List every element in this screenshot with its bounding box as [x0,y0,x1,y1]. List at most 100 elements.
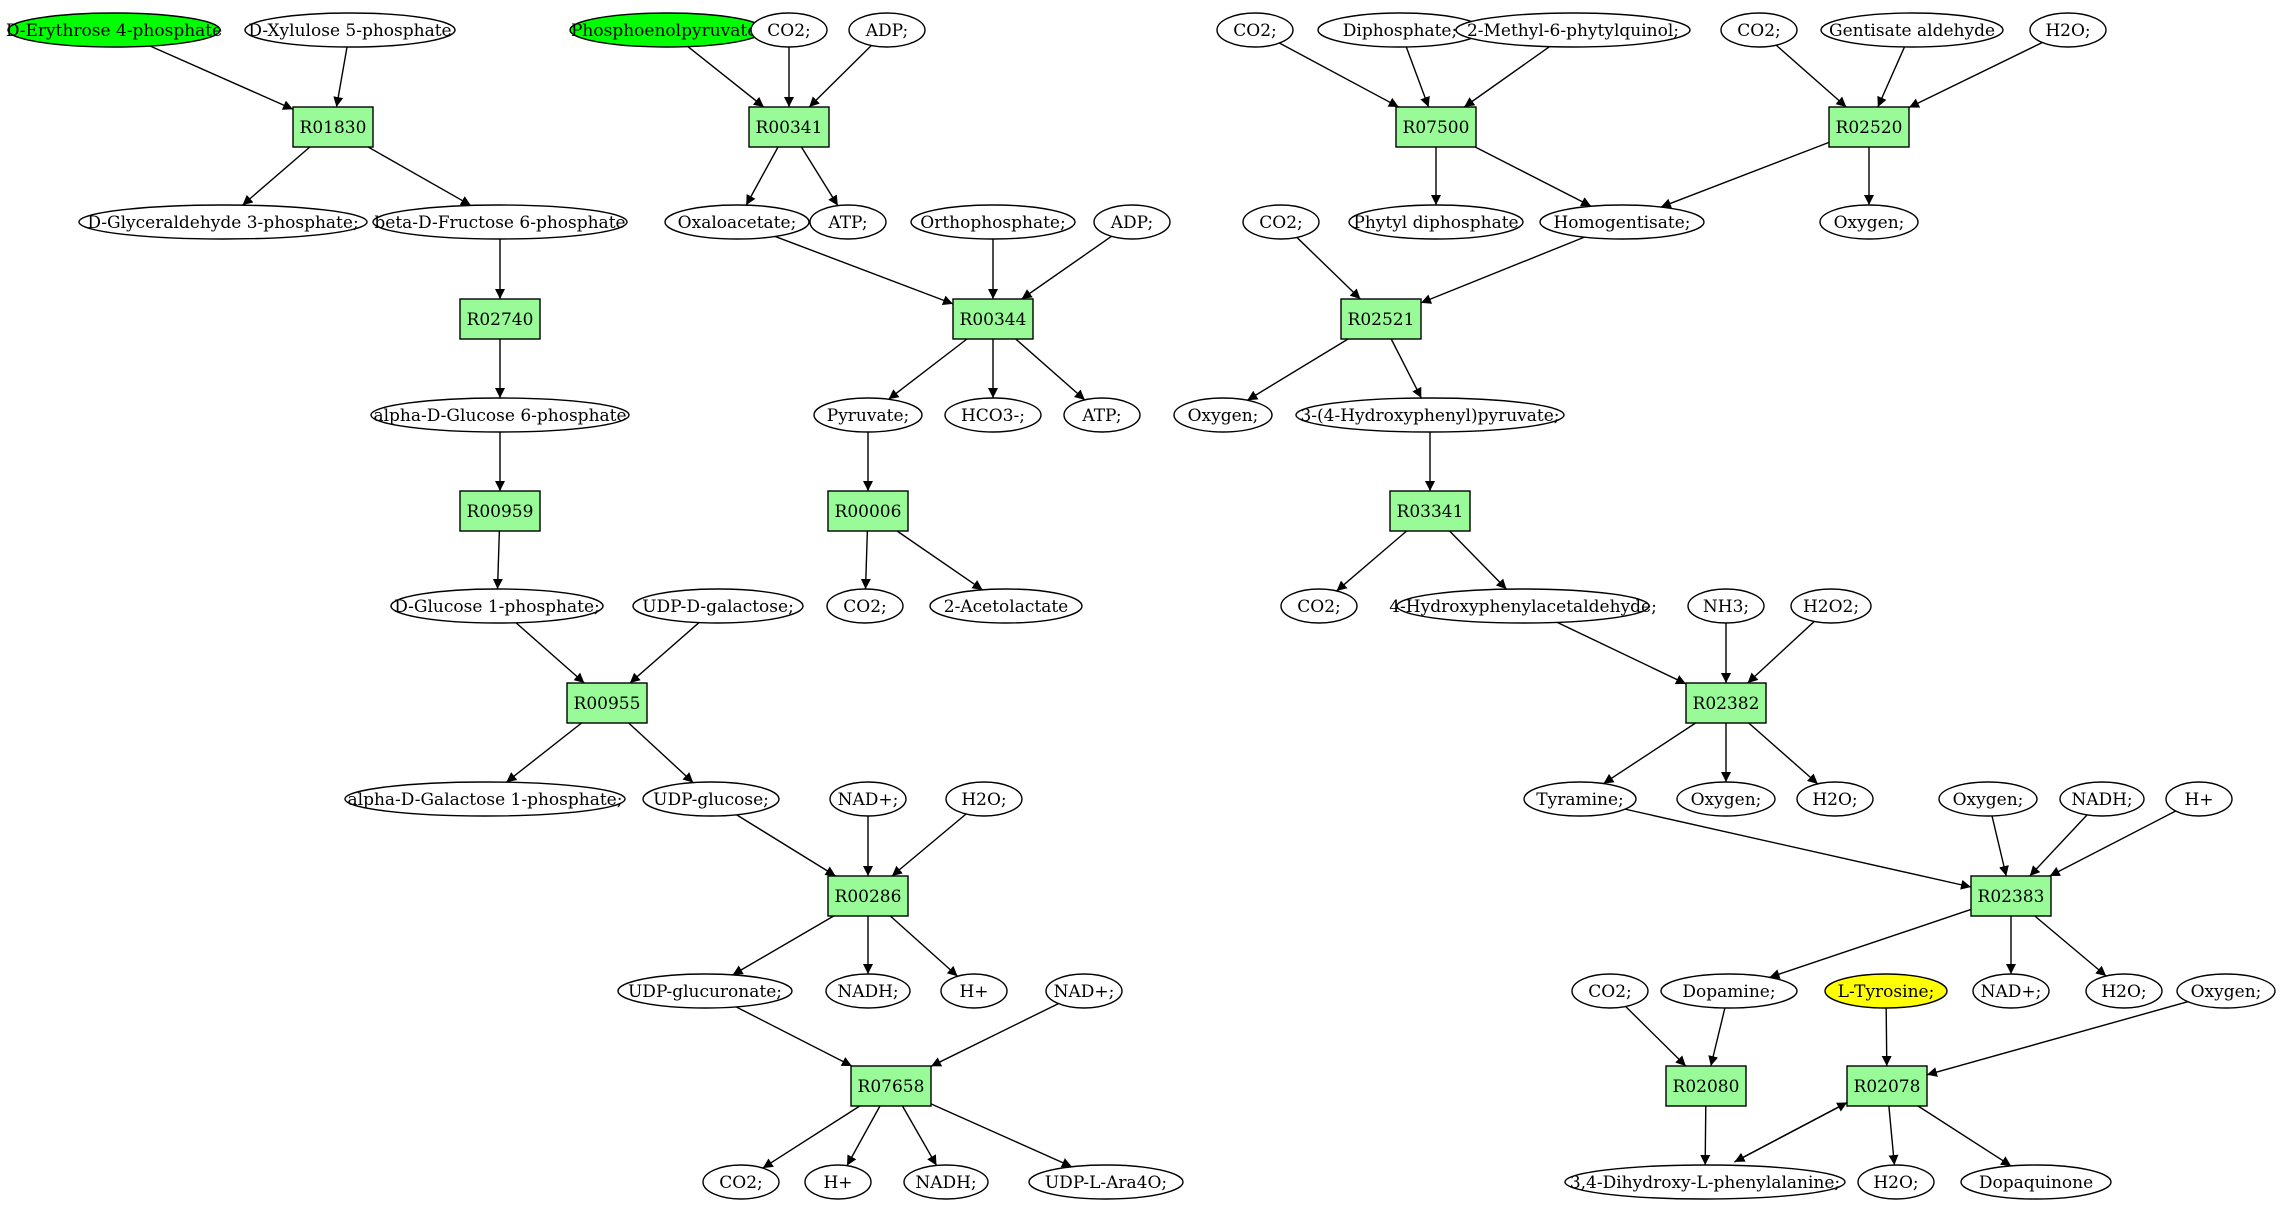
compound-ellipse [1564,1164,1846,1200]
compound-node-c_h2o5: H2O; [1857,1164,1935,1200]
edge-r_R00959-to-c_g1p [492,530,503,590]
edge-c_h2o2b-to-r_R02382 [1747,620,1815,684]
compound-node-c_o2_e: Oxygen; [2176,973,2276,1009]
reaction-node-r_R00341: R00341 [748,106,830,148]
compound-node-c_hpaa: 4-Hydroxyphenylacetaldehyde; [1389,588,1657,624]
node-label: H+ [823,1173,852,1193]
compound-node-c_adp2: ADP; [1093,204,1171,240]
compound-node-c_gal1p: alpha-D-Galactose 1-phosphate; [344,781,626,817]
edge-c_adp2-to-r_R00344 [1021,235,1112,300]
edge-r_R00955-to-c_udpglc [628,722,694,784]
node-label: CO2; [719,1173,763,1193]
reaction-node-r_R01830: R01830 [292,106,374,148]
compound-ellipse [1028,1164,1184,1200]
compound-node-c_dopa_mine: Dopamine; [1660,973,1798,1009]
edge-r_R00344-to-c_pyr [888,338,968,400]
compound-node-c_h2o3: H2O; [1796,781,1874,817]
compound-node-c_h2o4: H2O; [2085,973,2163,1009]
edge-r_R02080-to-c_ldopa [1700,1105,1711,1166]
compound-node-c_g6p: alpha-D-Glucose 6-phosphate [370,397,630,433]
edge-r_R03341-to-c_hpaa [1449,530,1508,590]
compound-node-c_hga: Homogentisate; [1539,204,1705,240]
edge-c_co2_f-to-r_R02521 [1296,236,1361,300]
edge-r_R00006-to-c_co2_c [860,530,871,590]
compound-ellipse [813,397,923,433]
node-label: H+ [959,982,988,1002]
edge-r_R00341-to-c_oaa [745,146,779,206]
edge-r_R00955-to-c_gal1p [505,722,583,783]
compound-ellipse [2165,781,2233,817]
compound-node-c_pi: Orthophosphate; [910,204,1076,240]
node-label: Pyruvate; [827,406,909,426]
edge-r_R01830-to-c_g3p [242,146,311,206]
reaction-node-r_R07658: R07658 [850,1065,932,1107]
edge-c_udpgal-to-r_R00955 [629,622,700,684]
compound-node-c_o2_b: Oxygen; [1173,397,1273,433]
edge-c_udpgluc-to-r_R07658 [735,1006,853,1067]
node-label: Homogentisate; [1553,213,1690,233]
compound-ellipse [2176,973,2276,1009]
edge-r_R00344-to-c_atp2 [1015,338,1086,401]
compound-node-c_g3p: D-Glyceraldehyde 3-phosphate; [78,204,368,240]
compound-node-c_hpp: 3-(4-Hydroxyphenyl)pyruvate; [1295,397,1565,433]
node-label: R00959 [467,502,534,522]
node-label: Oxaloacetate; [678,213,797,233]
reaction-box [1665,1065,1747,1107]
compound-node-c_adp1: ADP; [848,12,926,48]
reaction-box [827,490,909,532]
reaction-box [566,682,648,724]
compound-ellipse [632,588,804,624]
reaction-box [1395,106,1477,148]
compound-ellipse [750,12,828,48]
node-label: Oxygen; [1188,406,1259,426]
node-label: R02520 [1836,118,1903,138]
node-label: Oxygen; [2191,982,2262,1002]
node-label: H2O; [2045,21,2090,41]
compound-node-c_pep: Phosphoenolpyruvate; [569,12,765,48]
compound-node-c_co2_e: CO2; [1720,12,1798,48]
edge-r_R03341-to-c_co2_g [1336,530,1408,592]
node-label: H2O; [1873,1173,1918,1193]
reaction-box [1970,875,2052,917]
compound-ellipse [390,588,604,624]
edge-c_hpaa-to-r_R02382 [1556,621,1687,685]
compound-ellipse [617,973,793,1009]
compound-ellipse [1093,204,1171,240]
compound-ellipse [1687,588,1765,624]
compound-node-c_atp2: ATP; [1063,397,1141,433]
compound-ellipse [1857,1164,1935,1200]
compound-node-c_udpgluc: UDP-glucuronate; [617,973,793,1009]
node-label: NADH; [2071,790,2132,810]
compound-node-c_gald: Gentisate aldehyde [1820,12,2004,48]
compound-node-c_udpglc: UDP-glucose; [642,781,780,817]
compound-node-c_pyr: Pyruvate; [813,397,923,433]
edge-c_dopa_mine-to-r_R02080 [1708,1007,1726,1067]
compound-ellipse [1280,588,1358,624]
compound-node-c_co2_g: CO2; [1280,588,1358,624]
reaction-node-r_R03341: R03341 [1389,490,1471,532]
compound-ellipse [1455,12,1691,48]
node-label: alpha-D-Glucose 6-phosphate [373,406,626,426]
node-label: D-Erythrose 4-phosphate [6,21,222,41]
reaction-box [1846,1065,1928,1107]
node-label: R00006 [835,502,902,522]
compound-ellipse [702,1164,780,1200]
compound-ellipse [1972,973,2050,1009]
reaction-node-r_R00286: R00286 [827,875,909,917]
compound-node-c_co2_h: CO2; [1571,973,1649,1009]
node-label: D-Glyceraldehyde 3-phosphate; [87,213,358,233]
reaction-node-r_R00006: R00006 [827,490,909,532]
node-label: Phytyl diphosphate [1353,213,1518,233]
node-label: H2O; [1812,790,1857,810]
compound-ellipse [7,12,221,48]
edge-r_R02382-to-c_tyra [1603,722,1696,785]
edge-r_R00286-to-c_udpgluc [732,915,835,976]
edge-r_R00006-to-c_acl [896,530,983,591]
edge-c_oaa-to-r_R00344 [774,235,954,305]
compound-ellipse [1045,973,1123,1009]
node-label: beta-D-Fructose 6-phosphate [374,213,625,233]
compound-node-c_h2o1: H2O; [945,781,1023,817]
compound-node-c_nadh3: NADH; [2059,781,2145,817]
node-label: R07658 [858,1077,925,1097]
node-label: R00955 [574,694,641,714]
